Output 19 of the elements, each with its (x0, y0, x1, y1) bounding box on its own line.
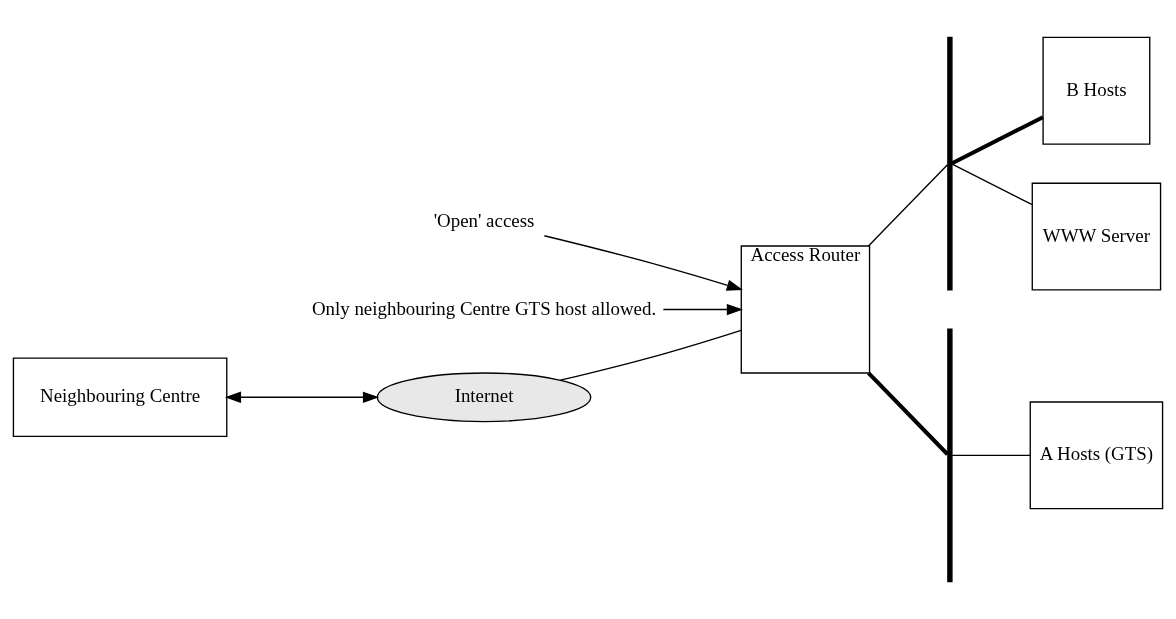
connector (867, 371, 949, 456)
arrow (543, 235, 743, 291)
connector (867, 164, 949, 247)
node-box: Neighbouring Centre (12, 357, 228, 438)
node-box: A Hosts (GTS) (1029, 401, 1164, 510)
node-text: Only neighbouring Centre GTS host allowed. (311, 297, 657, 319)
connector (951, 163, 1033, 206)
node-box: Access Router (740, 245, 871, 374)
node-ellipse: Internet (376, 372, 592, 423)
node-box: B Hosts (1042, 36, 1151, 145)
node-box: WWW Server (1031, 182, 1162, 291)
connector (951, 115, 1044, 165)
arrow (662, 303, 744, 316)
node-bar (947, 36, 953, 291)
node-bar (947, 328, 953, 583)
connector (559, 329, 742, 381)
connector (951, 454, 1031, 456)
node-text: 'Open' access (433, 209, 535, 231)
arrow (224, 391, 380, 403)
